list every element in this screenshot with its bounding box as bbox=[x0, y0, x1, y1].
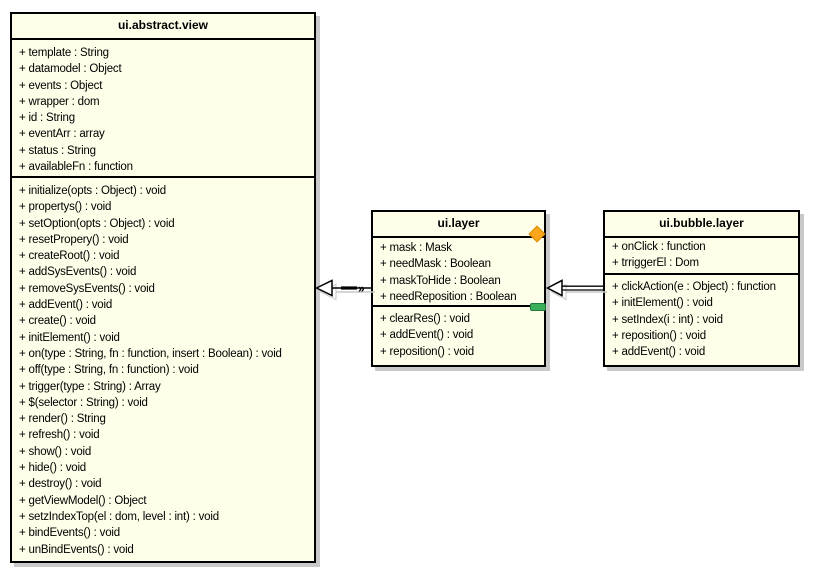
member-row: + availableFn : function bbox=[19, 161, 133, 174]
member-row: + destroy() : void bbox=[19, 478, 102, 491]
member-row: + trriggerEl : Dom bbox=[612, 257, 699, 270]
member-row: + createRoot() : void bbox=[19, 250, 120, 263]
member-row: + onClick : function bbox=[612, 241, 706, 253]
attributes-compartment: + onClick : function + trriggerEl : Dom bbox=[605, 238, 798, 275]
member-row: + datamodel : Object bbox=[19, 63, 122, 76]
hollow-triangle-arrowhead-icon bbox=[314, 279, 333, 297]
green-pill-icon bbox=[530, 303, 546, 311]
member-row: + hide() : void bbox=[19, 462, 86, 475]
member-row: + $(selector : String) : void bbox=[19, 396, 148, 409]
class-title: ui.bubble.layer bbox=[605, 212, 798, 238]
member-row: + needMask : Boolean bbox=[380, 258, 491, 271]
member-row: + create() : void bbox=[19, 315, 96, 328]
member-row: + setIndex(i : int) : void bbox=[612, 313, 723, 326]
attributes-compartment: + template : String + datamodel : Object +… bbox=[12, 40, 314, 178]
member-row: + addSysEvents() : void bbox=[19, 266, 137, 279]
member-row: + refresh() : void bbox=[19, 429, 100, 442]
class-ui-layer[interactable]: ui.layer + mask : Mask + needMask : Boole… bbox=[371, 210, 546, 367]
class-ui-abstract-view[interactable]: ui.abstract.view + template : String + da… bbox=[10, 12, 316, 563]
member-row: + mask : Mask bbox=[380, 242, 452, 254]
member-row: + id : String bbox=[19, 112, 75, 125]
member-row: + bindEvents() : void bbox=[19, 527, 120, 540]
class-title: ui.layer bbox=[373, 212, 544, 238]
generalization-ui-bubble-layer-to-ui-layer[interactable] bbox=[545, 279, 608, 301]
member-row: + initElement() : void bbox=[19, 331, 120, 344]
member-row: + propertys() : void bbox=[19, 201, 112, 214]
connector-shadow bbox=[550, 283, 607, 301]
member-row: + addEvent() : void bbox=[19, 299, 113, 312]
member-row: + unBindEvents() : void bbox=[19, 543, 134, 556]
member-row: + addEvent() : void bbox=[612, 346, 706, 359]
member-row: + setOption(opts : Object) : void bbox=[19, 217, 175, 230]
member-row: + status : String bbox=[19, 144, 96, 157]
member-row: + trigger(type : String) : Array bbox=[19, 380, 161, 393]
methods-compartment: + clickAction(e : Object) : function + in… bbox=[605, 275, 798, 365]
member-row: + initialize(opts : Object) : void bbox=[19, 185, 166, 197]
methods-compartment: + clearRes() : void + addEvent() : void + … bbox=[373, 307, 544, 365]
member-row: + render() : String bbox=[19, 413, 106, 426]
connector-shadow bbox=[319, 283, 375, 301]
member-row: + initElement() : void bbox=[612, 297, 713, 310]
member-row: + reposition() : void bbox=[380, 345, 474, 358]
attributes-compartment: + mask : Mask + needMask : Boolean + maskT… bbox=[373, 238, 544, 307]
member-row: + addEvent() : void bbox=[380, 329, 474, 342]
double-chevron-decoration: » bbox=[358, 282, 365, 296]
member-row: + show() : void bbox=[19, 445, 92, 458]
hollow-triangle-arrowhead-icon bbox=[545, 279, 563, 297]
generalization-ui-layer-to-ui-abstract-view[interactable]: » bbox=[314, 279, 376, 301]
member-row: + setzIndexTop(el : dom, level : int) : … bbox=[19, 510, 219, 523]
member-row: + removeSysEvents() : void bbox=[19, 282, 155, 295]
member-row: + off(type : String, fn : function) : vo… bbox=[19, 364, 199, 377]
member-row: + wrapper : dom bbox=[19, 95, 100, 108]
member-row: + events : Object bbox=[19, 79, 103, 92]
member-row: + maskToHide : Boolean bbox=[380, 274, 501, 287]
member-row: + reposition() : void bbox=[612, 329, 706, 342]
member-row: + needReposition : Boolean bbox=[380, 290, 517, 303]
member-row: + resetPropery() : void bbox=[19, 233, 129, 246]
member-row: + clickAction(e : Object) : function bbox=[612, 281, 776, 293]
member-row: + eventArr : array bbox=[19, 128, 105, 141]
member-row: + getViewModel() : Object bbox=[19, 494, 147, 507]
class-ui-bubble-layer[interactable]: ui.bubble.layer + onClick : function + tr… bbox=[603, 210, 800, 367]
member-row: + clearRes() : void bbox=[380, 313, 470, 325]
class-title: ui.abstract.view bbox=[12, 14, 314, 40]
member-row: + template : String bbox=[19, 47, 109, 59]
methods-compartment: + initialize(opts : Object) : void + prop… bbox=[12, 178, 314, 561]
member-row: + on(type : String, fn : function, inser… bbox=[19, 347, 282, 360]
